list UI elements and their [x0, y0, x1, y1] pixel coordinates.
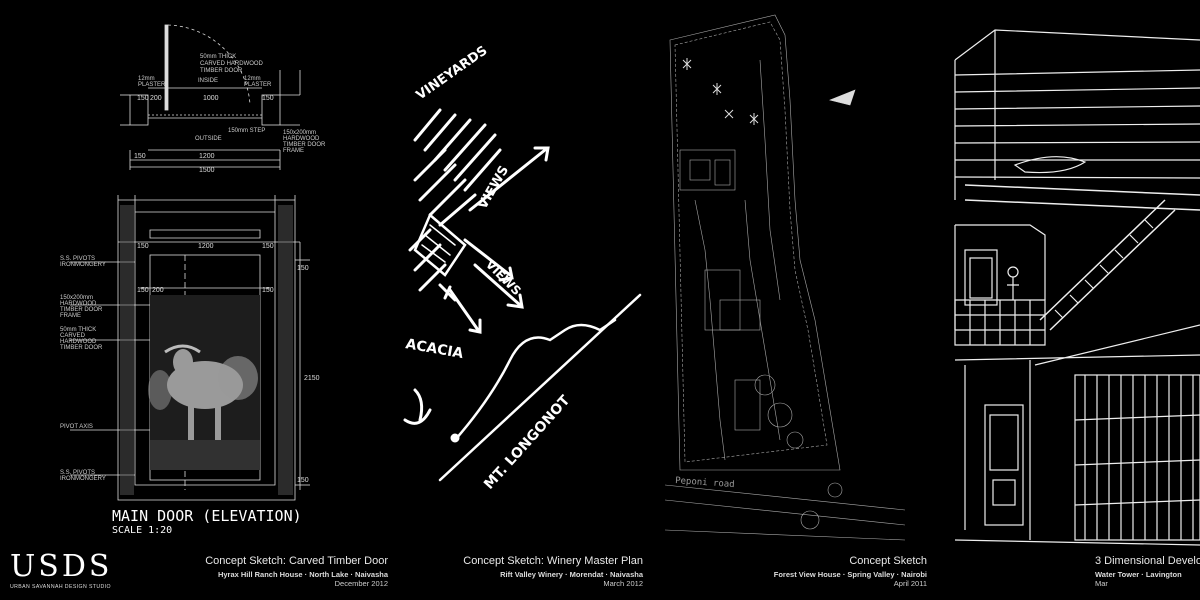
dim-elev-150b: 150 — [262, 243, 274, 250]
winery-sketch: VINEYARDS VIEWS VIEWS ACACIA MT. LONGONO… — [403, 43, 642, 493]
dim-plan-1500: 1500 — [199, 167, 215, 174]
note-frame2-c: TIMBER DOOR — [60, 307, 103, 313]
caption-title: Concept Sketch: Winery Master Plan — [463, 555, 643, 567]
upper-door — [964, 249, 998, 306]
views-arrow-a — [468, 146, 550, 212]
note-door2-a: 50mm THICK — [60, 327, 96, 333]
dim-plan-1000: 1000 — [203, 95, 219, 102]
caption-subtitle: Water Tower · Lavington — [1095, 570, 1182, 580]
note-door-thick: 50mm THICK — [200, 54, 236, 60]
dim-plan-left-150: 150 — [134, 153, 146, 160]
note-frame2-a: 150x200mm — [60, 295, 93, 301]
note-plaster-right: 12mm — [244, 76, 261, 82]
caption-panel4: 3 Dimensional Develo Water Tower · Lavin… — [1095, 555, 1200, 588]
note-carved-hardwood: CARVED HARDWOOD — [200, 61, 264, 67]
dim-elev-1200: 1200 — [198, 243, 214, 250]
note-frame-c: TIMBER DOOR — [283, 142, 326, 148]
dim-elev-2150: 2150 — [304, 375, 320, 382]
road-label: Peponi road — [675, 476, 735, 490]
caption-date: March 2012 — [603, 579, 643, 589]
caption-date: Mar — [1095, 579, 1108, 589]
door-drawing: 50mm THICK CARVED HARDWOOD TIMBER DOOR 1… — [60, 24, 326, 536]
dim-plan-200: 200 — [150, 95, 162, 102]
dim-elev-150f: 150 — [297, 477, 309, 484]
plan-wall-left — [129, 94, 149, 126]
site-plan: Peponi road — [665, 14, 906, 541]
note-plaster-left-b: PLASTER — [138, 82, 166, 88]
note-frame-b: HARDWOOD — [283, 136, 320, 142]
note-inside: INSIDE — [198, 78, 218, 84]
label-longonot: MT. LONGONOT — [481, 392, 574, 492]
plan-wall-right — [261, 94, 281, 126]
dim-elev-150d: 150 — [262, 287, 274, 294]
dim-elev-150e: 150 — [297, 265, 309, 272]
studio-logo: USDS URBAN SAVANNAH DESIGN STUDIO — [10, 549, 113, 591]
caption-date: April 2011 — [893, 579, 927, 589]
note-plaster-left: 12mm — [138, 76, 155, 82]
note-ironmongery-bot: S.S. PIVOTS — [60, 470, 95, 476]
label-vineyards: VINEYARDS — [414, 43, 491, 103]
logo-subtitle: URBAN SAVANNAH DESIGN STUDIO — [10, 584, 111, 590]
site-boundary — [669, 14, 841, 471]
lower-door — [984, 404, 1024, 526]
house-footprint — [679, 149, 736, 191]
buffalo-image — [148, 344, 258, 440]
note-ironmongery-top-b: IRONMONGERY — [60, 262, 106, 268]
logo-mark: USDS — [10, 549, 113, 584]
drawing-title: MAIN DOOR (ELEVATION) — [112, 507, 302, 525]
panel-site-plan: Peponi road Concept Sketch Forest View H… — [665, 0, 945, 600]
note-frame2-b: HARDWOOD — [60, 301, 97, 307]
note-ironmongery-bot-b: IRONMONGERY — [60, 476, 106, 482]
caption-title: Concept Sketch — [849, 555, 927, 567]
note-ironmongery-top: S.S. PIVOTS — [60, 256, 95, 262]
dim-plan-150a: 150 — [137, 95, 149, 102]
caption-date: December 2012 — [334, 579, 388, 589]
dim-plan-150b: 150 — [262, 95, 274, 102]
note-outside: OUTSIDE — [195, 136, 222, 142]
note-door2-b: CARVED — [60, 333, 86, 339]
note-step: 150mm STEP — [228, 128, 265, 134]
caption-subtitle: Rift Valley Winery · Morendat · Naivasha — [500, 570, 643, 580]
note-door2-d: TIMBER DOOR — [60, 345, 103, 351]
note-pivot-axis: PIVOT AXIS — [60, 424, 93, 430]
door-swing-arc — [167, 24, 251, 106]
panel-winery-sketch: VINEYARDS VIEWS VIEWS ACACIA MT. LONGONO… — [400, 0, 665, 600]
dim-elev-150c: 150 — [137, 287, 149, 294]
note-frame-a: 150x200mm — [283, 130, 316, 136]
note-frame2-d: FRAME — [60, 313, 81, 319]
vineyard-hatch — [413, 108, 502, 192]
building-block — [413, 212, 467, 277]
caption-panel2: Concept Sketch: Winery Master Plan Rift … — [403, 555, 643, 588]
caption-panel3: Concept Sketch Forest View House · Sprin… — [687, 555, 927, 588]
caption-panel1: Concept Sketch: Carved Timber Door Hyrax… — [148, 555, 388, 588]
dim-plan-1200: 1200 — [199, 153, 215, 160]
tower-top-frame — [954, 29, 1200, 200]
note-timber-door: TIMBER DOOR — [200, 68, 243, 74]
note-door2-c: HARDWOOD — [60, 339, 97, 345]
note-frame-d: FRAME — [283, 148, 304, 154]
stair-rail — [1039, 199, 1176, 331]
caption-title: Concept Sketch: Carved Timber Door — [205, 555, 388, 567]
panel-water-tower-3d: 3 Dimensional Develo Water Tower · Lavin… — [945, 0, 1200, 600]
ridge-line — [453, 318, 617, 442]
drawing-scale: SCALE 1:20 — [112, 525, 172, 536]
dim-elev-200: 200 — [152, 287, 164, 294]
caption-title: 3 Dimensional Develo — [1095, 555, 1200, 567]
caption-subtitle: Hyrax Hill Ranch House · North Lake · Na… — [217, 570, 388, 580]
door-leaf-plan — [164, 24, 169, 111]
dim-elev-150a: 150 — [137, 243, 149, 250]
caption-subtitle: Forest View House · Spring Valley · Nair… — [773, 570, 927, 580]
views-arrow-b — [463, 238, 514, 282]
grille-gate — [1074, 374, 1200, 541]
north-arrow — [829, 89, 856, 106]
elevation-wall — [117, 195, 296, 501]
label-acacia: ACACIA — [404, 336, 464, 362]
water-tower-render — [954, 29, 1200, 546]
note-plaster-right-b: PLASTER — [244, 82, 272, 88]
panel-carved-timber-door: 50mm THICK CARVED HARDWOOD TIMBER DOOR 1… — [0, 0, 400, 600]
